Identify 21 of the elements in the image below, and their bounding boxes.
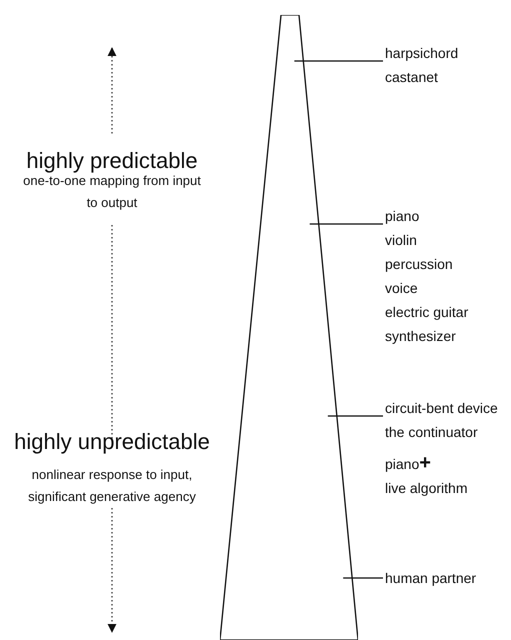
instrument-label: circuit-bent device xyxy=(385,399,498,417)
instrument-label: electric guitar xyxy=(385,303,468,321)
leader-line xyxy=(310,223,383,225)
instrument-label: voice xyxy=(385,279,418,297)
leader-line xyxy=(294,60,383,62)
leader-line xyxy=(328,415,383,417)
instrument-label: piano xyxy=(385,207,420,225)
heading-label: highly predictable xyxy=(25,147,199,174)
instrument-label: castanet xyxy=(385,68,438,86)
description-text: nonlinear response to input, significant generative agency xyxy=(27,466,197,506)
instrument-label: live algorithm xyxy=(385,479,468,497)
instrument-label: the continuator xyxy=(385,423,478,441)
instrument-label: human partner xyxy=(385,569,476,587)
instrument-label: piano+ xyxy=(385,455,431,473)
instrument-label: harpsichord xyxy=(385,44,458,62)
heading-label: highly unpredictable xyxy=(13,428,211,455)
instrument-label: percussion xyxy=(385,255,453,273)
leader-line xyxy=(343,577,383,579)
description-text: one-to-one mapping from input to output xyxy=(22,173,202,212)
instrument-label: synthesizer xyxy=(385,327,456,345)
instrument-label: violin xyxy=(385,231,417,249)
